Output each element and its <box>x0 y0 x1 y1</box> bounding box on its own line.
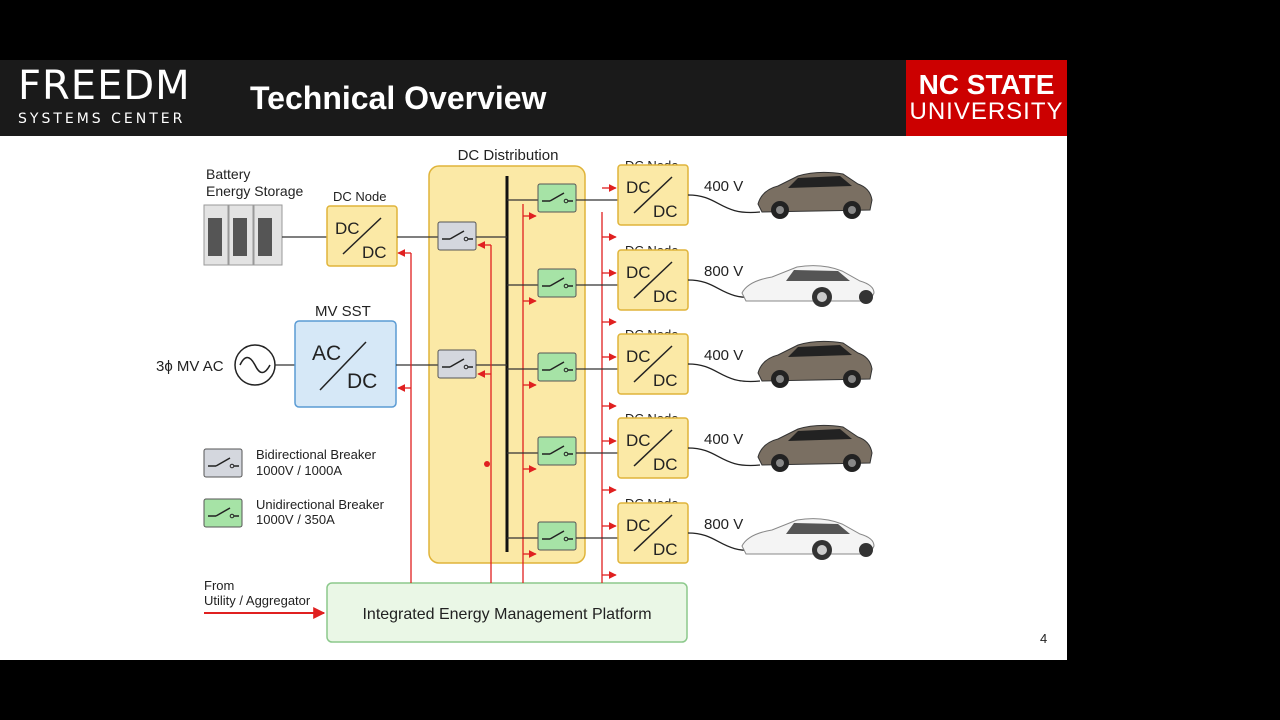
bidirectional-breaker-battery <box>437 221 477 251</box>
charger-voltage-label: 400 V <box>704 178 743 195</box>
ncsu-logo-line1: NC STATE <box>918 69 1055 100</box>
battery-dc-in: DC <box>335 219 360 238</box>
battery-dc-node-label: DC Node <box>333 189 386 204</box>
energy-management-platform <box>326 582 688 643</box>
platform-label: Integrated Energy Management Platform <box>362 606 651 623</box>
mv-sst-converter: AC DC <box>294 320 397 408</box>
control-line-rows <box>523 184 617 579</box>
control-lines <box>397 204 603 583</box>
legend-bidirectional-icon <box>203 448 243 478</box>
charger-voltage-label: 400 V <box>704 347 743 364</box>
unidirectional-breaker <box>537 183 577 213</box>
electric-car-icon <box>741 265 875 308</box>
charger-dc-in: DC <box>626 431 651 450</box>
charger-dc-out: DC <box>653 540 678 559</box>
ncsu-logo-line2: UNIVERSITY <box>909 98 1064 125</box>
ncsu-logo: NC STATE UNIVERSITY <box>906 60 1067 136</box>
charger-dc-in: DC <box>626 347 651 366</box>
charger-row: DC NodeDCDC400 V <box>507 327 873 395</box>
electric-car-icon <box>757 424 873 473</box>
charger-voltage-label: 800 V <box>704 516 743 533</box>
mv-sst-label: MV SST <box>315 303 371 320</box>
slide: FREEDM SYSTEMS CENTER Technical Overview… <box>0 60 1067 660</box>
page-number: 4 <box>1040 631 1048 646</box>
charger-dc-out: DC <box>653 202 678 221</box>
bidirectional-breaker-sst <box>437 349 477 379</box>
slide-title: Technical Overview <box>250 80 547 116</box>
electric-car-icon <box>757 340 873 389</box>
charger-row: DC NodeDCDC800 V <box>507 243 875 311</box>
legend-unidirectional-line1: Unidirectional Breaker <box>256 497 385 512</box>
system-diagram: DC Distribution Battery Energy Storage D… <box>156 147 875 643</box>
legend-unidirectional-icon <box>203 498 243 528</box>
utility-label-line2: Utility / Aggregator <box>204 593 311 608</box>
charger-voltage-label: 400 V <box>704 431 743 448</box>
charger-row: DC NodeDCDC400 V <box>507 158 873 226</box>
sst-dc-text: DC <box>347 370 377 393</box>
sst-ac-text: AC <box>312 342 341 365</box>
unidirectional-breaker <box>537 436 577 466</box>
freedm-logo-main: FREEDM <box>18 63 191 109</box>
mv-ac-label: 3ϕ MV AC <box>156 358 224 375</box>
charger-dc-out: DC <box>653 371 678 390</box>
utility-label-line1: From <box>204 578 234 593</box>
ac-source-icon <box>234 344 276 386</box>
charger-dc-in: DC <box>626 263 651 282</box>
freedm-logo-sub: SYSTEMS CENTER <box>18 111 186 127</box>
unidirectional-breaker <box>537 521 577 551</box>
battery-label-line1: Battery <box>206 166 250 182</box>
charger-row: DC NodeDCDC400 V <box>507 411 873 479</box>
charging-cable <box>687 363 761 383</box>
dc-distribution-label: DC Distribution <box>458 147 559 164</box>
unidirectional-breaker <box>537 352 577 382</box>
charging-cable <box>687 447 761 467</box>
charger-voltage-label: 800 V <box>704 263 743 280</box>
charger-dc-in: DC <box>626 178 651 197</box>
battery-cabinets-icon <box>203 204 283 266</box>
battery-label-line2: Energy Storage <box>206 183 303 199</box>
charger-dc-out: DC <box>653 287 678 306</box>
slide-header: FREEDM SYSTEMS CENTER Technical Overview… <box>0 60 1067 136</box>
electric-car-icon <box>757 171 873 220</box>
charger-row: DC NodeDCDC800 V <box>507 496 875 564</box>
electric-car-icon <box>741 518 875 561</box>
battery-dc-out: DC <box>362 243 387 262</box>
unidirectional-breaker <box>537 268 577 298</box>
legend-bidirectional-line2: 1000V / 1000A <box>256 463 342 478</box>
charger-dc-in: DC <box>626 516 651 535</box>
legend-unidirectional-line2: 1000V / 350A <box>256 512 335 527</box>
battery-dcdc-converter: DC DC <box>326 205 398 267</box>
charger-rows: DC NodeDCDC400 VDC NodeDCDC800 VDC NodeD… <box>507 158 875 564</box>
charging-cable <box>687 194 761 214</box>
freedm-logo: FREEDM SYSTEMS CENTER <box>18 66 191 128</box>
legend-bidirectional-line1: Bidirectional Breaker <box>256 447 377 462</box>
charger-dc-out: DC <box>653 455 678 474</box>
